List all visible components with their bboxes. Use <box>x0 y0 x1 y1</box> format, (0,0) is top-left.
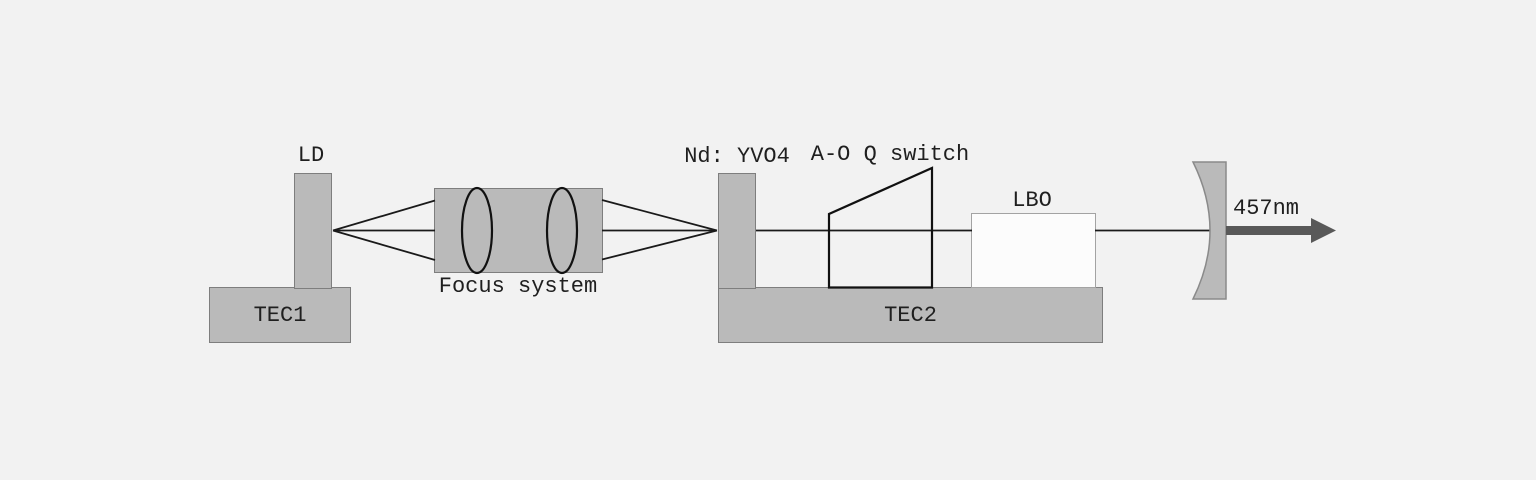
focus-system-label: Focus system <box>438 274 598 299</box>
tec1-label: TEC1 <box>253 302 307 328</box>
output-wavelength-label: 457nm <box>1232 196 1300 221</box>
beam-diverging-lines <box>332 199 436 261</box>
tec2-label: TEC2 <box>884 302 937 328</box>
q-switch-outline <box>827 166 934 289</box>
lbo-label: LBO <box>1012 188 1052 213</box>
lens-icon <box>545 186 579 275</box>
tec1-block <box>209 287 351 343</box>
output-mirror-icon <box>1191 161 1227 300</box>
lens-icon <box>460 186 494 275</box>
lbo-block <box>971 213 1096 288</box>
beam-converging-lines <box>601 199 718 261</box>
ld-label: LD <box>297 143 325 168</box>
q-switch-label: A-O Q switch <box>810 142 970 167</box>
nd-yvo4-label: Nd: YVO4 <box>684 144 790 169</box>
output-arrow-icon <box>1226 218 1336 243</box>
nd-yvo4-block <box>718 173 756 289</box>
ld-block <box>294 173 332 289</box>
tec2-block <box>718 287 1103 343</box>
